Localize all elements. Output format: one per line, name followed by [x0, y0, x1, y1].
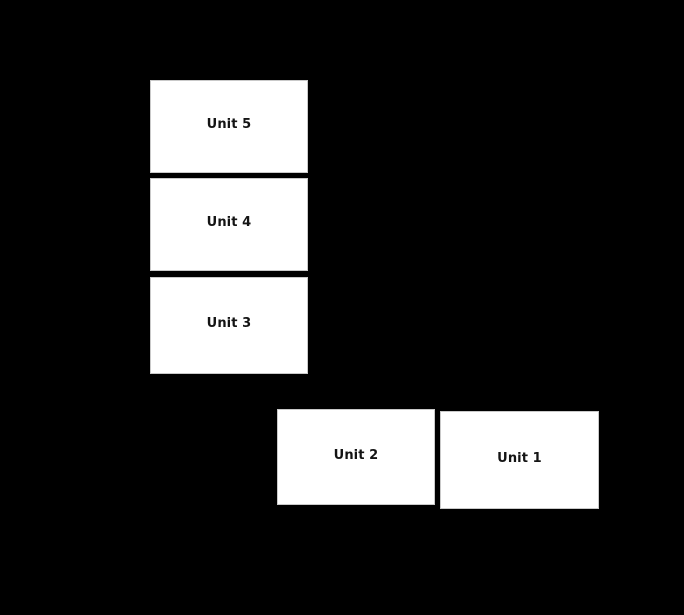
- unit-box-4[interactable]: Unit 4: [150, 178, 308, 271]
- unit-box-5[interactable]: Unit 5: [150, 80, 308, 173]
- unit-label: Unit 4: [206, 215, 252, 230]
- unit-label: Unit 5: [206, 117, 252, 132]
- unit-label: Unit 1: [497, 450, 542, 466]
- unit-label: Unit 3: [206, 316, 252, 331]
- unit-box-1[interactable]: Unit 1: [440, 411, 599, 509]
- unit-box-2[interactable]: Unit 2: [277, 409, 435, 505]
- unit-label: Unit 2: [333, 447, 379, 463]
- unit-box-3[interactable]: Unit 3: [150, 277, 308, 374]
